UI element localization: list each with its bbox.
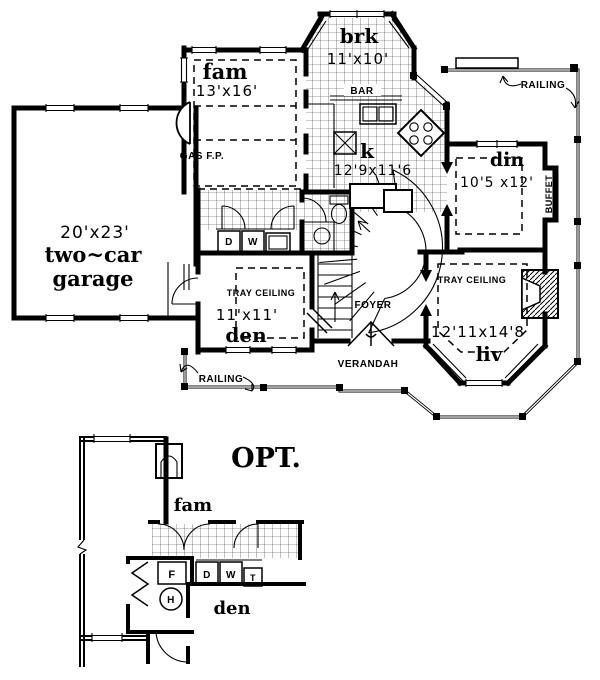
washer-box xyxy=(241,230,265,253)
den-opening xyxy=(306,307,333,334)
labels: 20'x23' two~car garage fam 13'x16' GAS F… xyxy=(45,24,566,619)
brk-dim-label: 11'x10' xyxy=(327,50,389,68)
verandah-label: VERANDAH xyxy=(338,359,399,370)
garage-name-line1: two~car xyxy=(45,242,143,267)
liv-tray-label: TRAY CEILING xyxy=(438,275,507,285)
liv-dim-label: 12'11x14'8 xyxy=(431,323,525,341)
corner-stove xyxy=(396,108,446,158)
liv-opening-jamb xyxy=(420,270,432,282)
den-windows xyxy=(225,346,297,354)
hall-tile-floor xyxy=(198,190,302,230)
den-room-label: den xyxy=(225,323,267,347)
kitchen-room-label: k xyxy=(360,139,375,163)
verandah-railing xyxy=(179,57,581,420)
powder-room xyxy=(302,194,350,253)
railing-bottom-label: RAILING xyxy=(199,374,244,385)
din-dim-label: 10'5 x12' xyxy=(460,175,534,191)
fam-dim-label: 13'x16' xyxy=(196,82,258,100)
furnace-label: F xyxy=(168,569,175,581)
garage-name-line2: garage xyxy=(52,266,133,291)
gas-fp-label: GAS F.P. xyxy=(180,151,224,162)
dryer-label: D xyxy=(225,237,233,248)
opt-hall-tile xyxy=(152,524,300,558)
railing-top-label: RAILING xyxy=(521,80,566,91)
opt-tub-box xyxy=(243,567,263,587)
opt-washer-label: W xyxy=(226,570,236,581)
fam-dashed-outline xyxy=(193,59,297,187)
opt-hall-double-doors xyxy=(157,523,211,551)
din-tray-dashed xyxy=(455,157,523,235)
opt-hall-door xyxy=(233,523,259,549)
fam-room-label: fam xyxy=(203,59,248,84)
din-window xyxy=(476,140,518,148)
railing-arrow-top-right xyxy=(565,87,580,109)
laundry-tub xyxy=(265,232,291,253)
buffet-label: BUFFET xyxy=(544,175,554,214)
opt-fam-label: fam xyxy=(174,495,212,516)
opt-den-door xyxy=(155,631,189,663)
stair-up-arrow xyxy=(330,291,340,322)
dashed-lines xyxy=(193,59,528,353)
windows xyxy=(45,10,542,387)
din-room-label: din xyxy=(490,149,525,171)
water-heater-circle xyxy=(159,587,183,611)
foyer-label: FOYER xyxy=(355,300,392,311)
kitchen-sink xyxy=(359,103,397,125)
opt-chimney xyxy=(155,443,183,479)
den-dim-label: 11'x11' xyxy=(216,306,278,324)
powder-sink xyxy=(313,227,331,245)
porch-door xyxy=(171,277,199,305)
main-laundry xyxy=(216,228,294,253)
garage-windows xyxy=(45,104,149,322)
railing-arrow-top-left xyxy=(499,75,522,87)
opt-title: OPT. xyxy=(231,443,301,474)
water-heater-label: H xyxy=(167,595,175,606)
porch-steps xyxy=(167,262,190,318)
kitchen-dim-label: 12'9x11'6 xyxy=(334,163,412,179)
garage-dim-label: 20'x23' xyxy=(60,223,130,243)
liv-bay-windows xyxy=(429,343,542,387)
opt-dryer-box xyxy=(195,561,219,585)
laundry-closet-doors xyxy=(221,205,295,230)
opt-den-label: den xyxy=(213,598,250,619)
stair-up-arrow-2 xyxy=(357,220,371,233)
railing-arrow-bottom-right xyxy=(242,376,255,392)
brk-room-label: brk xyxy=(340,24,380,48)
bar-label: BAR xyxy=(350,86,373,97)
railing-arrow-bottom-left xyxy=(179,363,199,374)
railing-posts xyxy=(181,64,581,420)
opt-washer-box xyxy=(219,561,243,585)
liv-opening-jamb2 xyxy=(420,304,432,316)
dryer-box xyxy=(217,230,241,253)
den-tray-dashed xyxy=(235,267,305,339)
din-opening-jamb2 xyxy=(441,204,453,216)
opt-tub-label: T xyxy=(250,573,256,583)
liv-tray-dashed xyxy=(437,263,528,353)
fam-windows xyxy=(180,46,287,83)
wall-break xyxy=(77,539,88,555)
den-tray-label: TRAY CEILING xyxy=(227,288,296,298)
washer-label: W xyxy=(248,237,258,248)
liv-room-label: liv xyxy=(476,342,504,366)
deck-step xyxy=(455,57,519,69)
din-opening-jamb xyxy=(441,162,453,174)
gas-fireplace xyxy=(175,101,191,145)
verandah-french-doors xyxy=(347,320,395,347)
powder-door xyxy=(301,197,327,223)
pantry-cabinet xyxy=(333,131,357,155)
furnace-box xyxy=(157,561,187,585)
kitchen-fixtures xyxy=(306,95,446,213)
toilet xyxy=(330,203,348,225)
deck-door xyxy=(410,72,450,110)
buffet-niche xyxy=(545,169,554,219)
opt-dryer-label: D xyxy=(203,570,211,581)
opt-bifold-doors xyxy=(130,561,150,607)
doors-openings xyxy=(167,162,453,347)
opt-plan xyxy=(76,434,306,667)
brk-windows xyxy=(304,10,413,50)
